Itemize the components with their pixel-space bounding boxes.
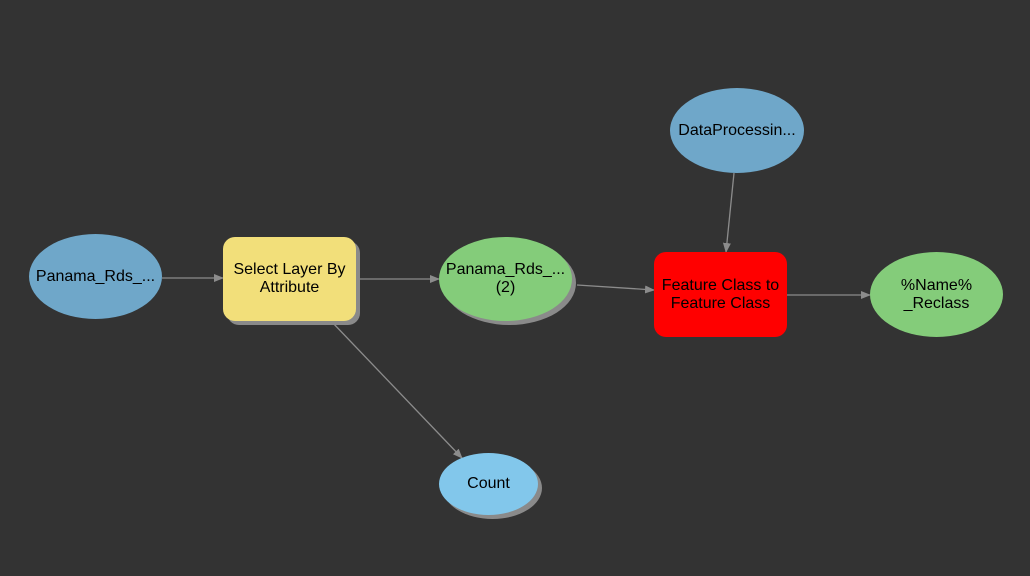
input-data-panama-rds[interactable]: Panama_Rds_... [29, 234, 162, 319]
tool-label: Select Layer By Attribute [233, 261, 346, 296]
connector-data-processing-to-feature-class-to-feature-class[interactable] [722, 172, 735, 253]
input-data-label: DataProcessin... [678, 121, 796, 139]
variable-label: Count [467, 475, 510, 492]
input-data-data-processing[interactable]: DataProcessin... [670, 88, 804, 173]
variable-count[interactable]: Count [439, 453, 538, 515]
derived-data-label: Panama_Rds_... (2) [445, 261, 566, 296]
tool-feature-class-to-feature-class[interactable]: Feature Class to Feature Class [654, 252, 787, 337]
output-data-name-reclass[interactable]: %Name% _Reclass [870, 252, 1003, 337]
output-data-label: %Name% _Reclass [900, 276, 973, 312]
input-data-label: Panama_Rds_... [35, 267, 156, 285]
connector-select-layer-by-attribute-to-count[interactable] [330, 320, 463, 459]
connector-panama-rds-output-to-feature-class-to-feature-class[interactable] [576, 284, 655, 294]
derived-data-panama-rds-2[interactable]: Panama_Rds_... (2) [439, 237, 572, 321]
tool-label: Feature Class to Feature Class [661, 276, 780, 312]
tool-select-layer-by-attribute[interactable]: Select Layer By Attribute [223, 237, 356, 321]
